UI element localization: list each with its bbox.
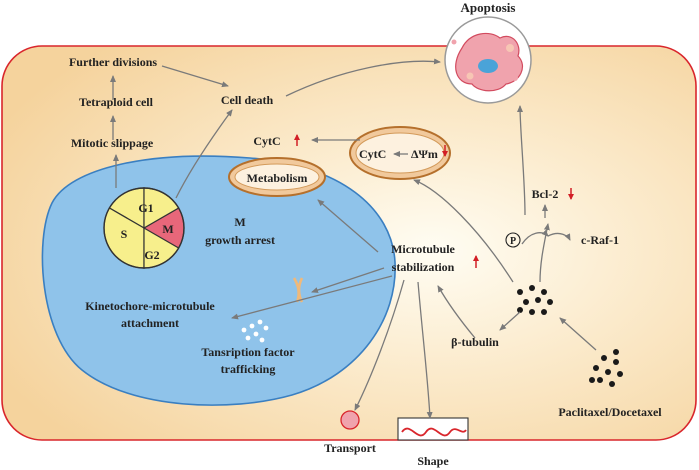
transcription-label-1: Tansription factor xyxy=(201,345,295,359)
apoptotic-cell-icon xyxy=(444,16,532,104)
cycle-m: M xyxy=(162,222,173,236)
cell-death-label: Cell death xyxy=(221,93,274,107)
m-growth-label-1: M xyxy=(234,215,245,229)
kinetochore-label-2: attachment xyxy=(121,316,179,330)
m-growth-label-2: growth arrest xyxy=(205,233,275,247)
mito-cytc-label: CytC xyxy=(359,147,386,161)
beta-tubulin-label: β-tubulin xyxy=(451,335,499,349)
transcription-factor-dots xyxy=(241,319,269,343)
kinetochore-label-1: Kinetochore-microtubule xyxy=(85,299,215,313)
paclitaxel-dots-icon xyxy=(589,349,623,387)
microtubule-label-2: stabilization xyxy=(392,260,455,274)
pathway-arrows xyxy=(110,58,597,419)
tetraploid-cell-label: Tetraploid cell xyxy=(79,95,154,109)
nucleus xyxy=(41,155,396,406)
cell-cycle-wheel xyxy=(103,187,185,269)
delta-psi-label: ΔΨm xyxy=(411,147,438,161)
paclitaxel-label: Paclitaxel/Docetaxel xyxy=(558,405,662,419)
membrane-wave-icon xyxy=(397,417,469,441)
microtubule-label-1: Microtubule xyxy=(391,242,455,256)
metabolism-mitochondrion-icon xyxy=(228,157,326,197)
metabolism-label: Metabolism xyxy=(247,171,308,185)
vesicle-icon xyxy=(340,410,360,430)
cycle-g1: G1 xyxy=(138,201,153,215)
phospho-label: P xyxy=(510,236,516,247)
cytc-label: CytC xyxy=(253,134,280,148)
cycle-g2: G2 xyxy=(144,248,159,262)
shape-label: Shape xyxy=(417,454,449,468)
bcl2-label: Bcl-2 xyxy=(532,187,559,201)
transcription-label-2: trafficking xyxy=(221,362,276,376)
further-divisions-label: Further divisions xyxy=(69,55,157,69)
mitotic-slippage-label: Mitotic slippage xyxy=(71,136,154,150)
drug-dots-icon xyxy=(517,285,553,315)
transport-label: Transport xyxy=(324,441,376,455)
phospho-circle xyxy=(505,232,521,248)
cycle-s: S xyxy=(121,227,128,241)
craf-label: c-Raf-1 xyxy=(581,233,619,247)
apoptosis-label: Apoptosis xyxy=(461,0,516,15)
